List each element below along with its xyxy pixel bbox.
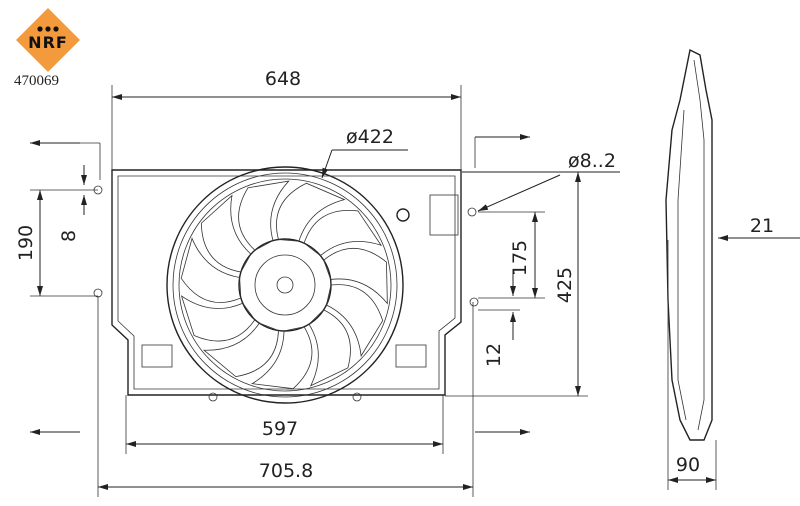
fan-shroud-front-view — [93, 166, 479, 404]
part-number: 470069 — [14, 73, 59, 89]
dimension-lines — [30, 85, 800, 497]
dim-hole-diameter: ø8..2 — [568, 150, 616, 172]
fan-blade — [250, 326, 313, 390]
dim-fan-diameter: ø422 — [346, 126, 394, 148]
logo-text: NRF — [28, 33, 68, 52]
fan-blade — [325, 284, 384, 358]
dim-side-offset: 21 — [750, 215, 774, 237]
dim-depth: 90 — [676, 454, 700, 476]
dim-width-bottom: 597 — [262, 418, 298, 440]
dim-offset-bottom: 12 — [483, 343, 505, 367]
fan-blade — [180, 295, 256, 342]
fan-blade — [276, 182, 346, 242]
fan-blade — [303, 209, 383, 257]
dim-offset-left: 8 — [58, 230, 80, 242]
fan-side-view — [665, 48, 717, 490]
fan-blade — [180, 237, 242, 303]
nrf-logo: NRF — [16, 8, 80, 72]
fan-blade — [308, 309, 351, 387]
fan-blade — [200, 194, 252, 273]
dim-width-overall: 705.8 — [259, 460, 313, 482]
dim-width-top: 648 — [265, 68, 301, 90]
fan-blade — [323, 247, 388, 305]
dim-height-left: 190 — [15, 225, 37, 261]
fan-blade — [202, 322, 279, 378]
dim-height-total: 425 — [554, 267, 576, 303]
fan-blade — [238, 180, 290, 251]
dim-height-mid: 175 — [509, 240, 531, 276]
